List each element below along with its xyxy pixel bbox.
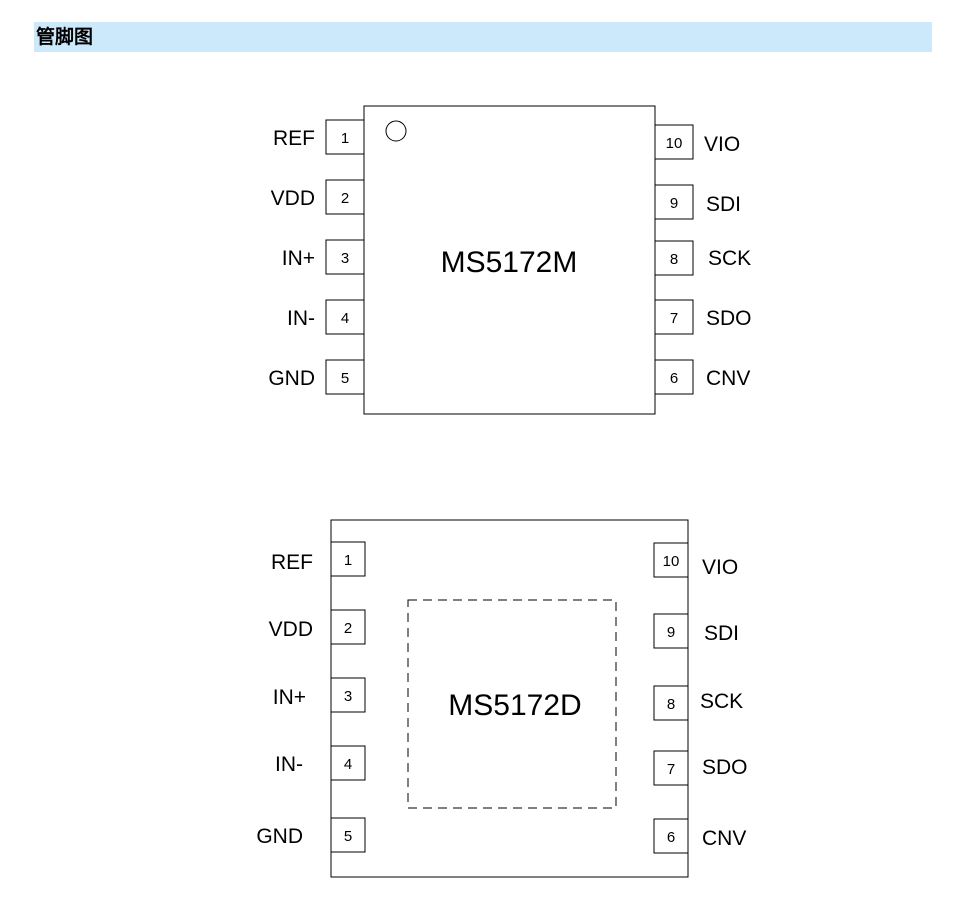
pin-name: VDD — [271, 187, 315, 210]
pin-box-2 — [325, 179, 365, 215]
pin-name: IN+ — [273, 686, 306, 709]
chip-label: MS5172M — [441, 246, 578, 279]
pin-name: SCK — [708, 247, 751, 270]
pin-name: REF — [271, 551, 313, 574]
pin-box-3 — [325, 239, 365, 275]
pin-name: REF — [273, 127, 315, 150]
pin-number: 6 — [667, 829, 675, 846]
pin-box-6 — [653, 818, 689, 854]
pin-box-4 — [330, 745, 366, 781]
pin-name: SDO — [706, 307, 752, 330]
pin-box-7 — [654, 299, 694, 335]
pin-name: CNV — [702, 827, 746, 850]
pin-number: 7 — [670, 310, 678, 327]
pin-name: SDI — [704, 622, 739, 645]
pin-box-5 — [325, 359, 365, 395]
pin-box-8 — [653, 685, 689, 721]
pin-number: 2 — [341, 190, 349, 207]
pin-number: 8 — [670, 251, 678, 268]
pin-number: 1 — [341, 130, 349, 147]
pin-box-9 — [653, 613, 689, 649]
pin-number: 1 — [344, 552, 352, 569]
pin-name: CNV — [706, 367, 750, 390]
section-title: 管脚图 — [36, 26, 94, 48]
pin-number: 10 — [663, 553, 680, 570]
exposed-pad — [407, 599, 617, 809]
pin-name: VIO — [704, 133, 740, 156]
pin-box-5 — [330, 817, 366, 853]
package-ms5172d: MS5172D 1 REF 2 VDD 3 IN+ 4 IN- 5 GND 10… — [256, 519, 748, 878]
pin-number: 7 — [667, 761, 675, 778]
pin-name: GND — [256, 825, 303, 848]
chip-label: MS5172D — [448, 689, 581, 722]
pin-box-6 — [654, 359, 694, 395]
pin-box-9 — [654, 184, 694, 220]
pin-number: 5 — [341, 370, 349, 387]
pin-name: IN+ — [282, 247, 315, 270]
pin-name: IN- — [287, 307, 315, 330]
pin-number: 8 — [667, 696, 675, 713]
pin-box-4 — [325, 299, 365, 335]
pin-box-2 — [330, 609, 366, 645]
pin-number: 9 — [667, 624, 675, 641]
pin-number: 3 — [344, 688, 352, 705]
pin-box-3 — [330, 677, 366, 713]
pin-name: VIO — [702, 556, 738, 579]
pin-number: 3 — [341, 250, 349, 267]
package-ms5172m: MS5172M 1 REF 2 VDD 3 IN+ 4 IN- 5 GND 10… — [268, 105, 752, 415]
pin-number: 6 — [670, 370, 678, 387]
pin-number: 9 — [670, 195, 678, 212]
pin1-marker — [385, 120, 407, 142]
pin-box-7 — [653, 750, 689, 786]
pin-number: 5 — [344, 828, 352, 845]
pin-name: SCK — [700, 690, 743, 713]
pin-box-1 — [330, 541, 366, 577]
pin-name: SDO — [702, 756, 748, 779]
pin-box-10 — [654, 124, 694, 160]
pin-box-1 — [325, 119, 365, 155]
pin-box-8 — [654, 240, 694, 276]
pin-name: SDI — [706, 193, 741, 216]
pin-number: 4 — [344, 756, 352, 773]
section-header: 管脚图 — [34, 22, 932, 52]
pin-name: VDD — [269, 618, 313, 641]
pin-box-10 — [653, 542, 689, 578]
pin-name: IN- — [275, 753, 303, 776]
pin-number: 10 — [666, 135, 683, 152]
pin-name: GND — [268, 367, 315, 390]
pin-number: 4 — [341, 310, 349, 327]
pin-number: 2 — [344, 620, 352, 637]
